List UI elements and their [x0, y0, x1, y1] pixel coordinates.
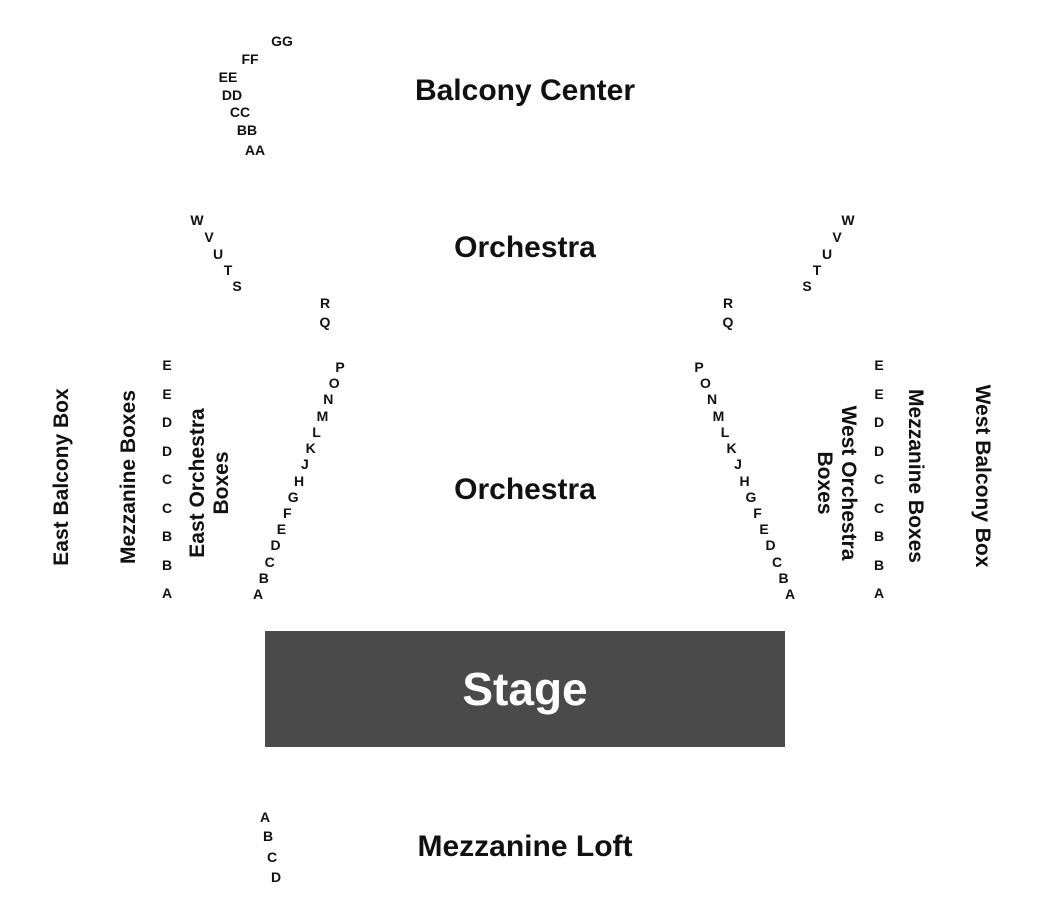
row-label-west-boxes-b[interactable]: B [873, 556, 885, 573]
row-label-orchestra-lower-left-n[interactable]: N [323, 391, 334, 408]
row-label-orchestra-upper-left-s[interactable]: S [232, 278, 242, 294]
section-east-balcony-box[interactable]: East Balcony Box [50, 388, 73, 566]
row-label-orchestra-lower-right-p[interactable]: P [694, 359, 704, 375]
row-label-orchestra-lower-right-m[interactable]: M [712, 407, 725, 424]
row-label-orchestra-lower-right-b[interactable]: B [778, 569, 789, 586]
row-label-orchestra-upper-right-t[interactable]: T [812, 262, 822, 278]
row-label-west-boxes-e[interactable]: E [874, 385, 884, 402]
row-label-east-boxes-d[interactable]: D [161, 442, 173, 459]
row-label-west-boxes-c[interactable]: C [873, 499, 885, 516]
row-label-east-boxes-e[interactable]: E [162, 357, 172, 373]
row-label-west-boxes-d[interactable]: D [873, 442, 885, 459]
row-label-mezzanine-loft-c[interactable]: C [266, 849, 278, 865]
row-label-orchestra-lower-left-e[interactable]: E [276, 521, 287, 538]
row-label-orchestra-lower-right-g[interactable]: G [745, 488, 757, 505]
section-balcony-center[interactable]: Balcony Center [414, 74, 636, 107]
row-label-orchestra-lower-right-c[interactable]: C [771, 553, 783, 570]
row-label-orchestra-lower-right-o[interactable]: O [700, 375, 711, 392]
row-label-orchestra-lower-right-h[interactable]: H [739, 472, 750, 489]
row-label-mezzanine-loft-b[interactable]: B [262, 828, 274, 844]
section-orchestra-lower[interactable]: Orchestra [454, 473, 596, 506]
row-label-west-boxes-e[interactable]: E [874, 357, 884, 373]
row-label-orchestra-lower-right-k[interactable]: K [726, 440, 737, 457]
row-label-balcony-ff[interactable]: FF [241, 51, 259, 67]
row-label-orchestra-lower-left-d[interactable]: D [270, 537, 281, 554]
row-label-orchestra-lower-left-m[interactable]: M [316, 407, 329, 424]
row-label-orchestra-lower-left-k[interactable]: K [305, 440, 316, 457]
row-label-balcony-ee[interactable]: EE [218, 69, 238, 85]
row-label-orchestra-lower-left-g[interactable]: G [287, 488, 299, 505]
row-label-east-boxes-d[interactable]: D [161, 414, 173, 430]
row-label-orchestra-lower-left-p[interactable]: P [335, 359, 345, 375]
section-orchestra-upper[interactable]: Orchestra [454, 231, 596, 264]
row-label-balcony-dd[interactable]: DD [221, 87, 243, 103]
row-label-orchestra-lower-left-o[interactable]: O [328, 375, 340, 392]
row-label-orchestra-mid-left-r[interactable]: R [319, 295, 331, 311]
row-label-mezzanine-loft-a[interactable]: A [259, 809, 271, 825]
section-mezzanine-loft[interactable]: Mezzanine Loft [417, 830, 633, 863]
section-west-balcony-box[interactable]: West Balcony Box [971, 384, 994, 568]
row-label-orchestra-lower-left-c[interactable]: C [264, 553, 275, 570]
row-label-west-boxes-d[interactable]: D [873, 414, 885, 430]
section-east-mezzanine-boxes[interactable]: Mezzanine Boxes [117, 390, 140, 564]
row-label-orchestra-mid-left-q[interactable]: Q [319, 314, 331, 330]
row-label-orchestra-upper-right-w[interactable]: W [841, 212, 855, 228]
row-label-east-boxes-c[interactable]: C [161, 471, 173, 487]
section-west-mezzanine-boxes[interactable]: Mezzanine Boxes [904, 389, 927, 563]
row-label-orchestra-upper-right-s[interactable]: S [802, 278, 812, 294]
row-label-mezzanine-loft-d[interactable]: D [270, 869, 282, 885]
row-label-orchestra-lower-left-j[interactable]: J [300, 456, 309, 473]
row-label-orchestra-upper-left-t[interactable]: T [223, 262, 233, 278]
row-label-balcony-aa[interactable]: AA [244, 142, 266, 158]
row-label-orchestra-lower-right-d[interactable]: D [765, 537, 776, 554]
section-west-orchestra-boxes[interactable]: West Orchestra Boxes [813, 405, 860, 561]
row-label-orchestra-mid-right-r[interactable]: R [722, 295, 734, 311]
section-east-orchestra-boxes[interactable]: East Orchestra Boxes [186, 408, 233, 558]
row-label-east-boxes-e[interactable]: E [162, 385, 172, 402]
row-label-balcony-bb[interactable]: BB [236, 122, 258, 138]
row-label-orchestra-lower-right-l[interactable]: L [720, 423, 730, 440]
row-label-east-boxes-b[interactable]: B [161, 556, 173, 573]
row-label-orchestra-lower-left-h[interactable]: H [293, 472, 305, 489]
row-label-west-boxes-c[interactable]: C [873, 471, 885, 487]
row-label-balcony-gg[interactable]: GG [271, 33, 293, 49]
row-label-orchestra-lower-right-e[interactable]: E [759, 521, 769, 538]
row-label-orchestra-lower-right-a[interactable]: A [784, 586, 796, 602]
row-label-east-boxes-c[interactable]: C [161, 499, 173, 516]
row-label-east-boxes-a[interactable]: A [161, 585, 173, 601]
row-label-orchestra-upper-left-v[interactable]: V [204, 229, 214, 245]
row-label-orchestra-lower-left-a[interactable]: A [252, 586, 264, 602]
row-label-orchestra-lower-right-f[interactable]: F [753, 504, 762, 521]
row-label-orchestra-upper-left-u[interactable]: U [212, 246, 224, 262]
row-label-orchestra-upper-right-u[interactable]: U [821, 246, 833, 262]
row-label-east-boxes-b[interactable]: B [161, 528, 173, 544]
row-label-orchestra-upper-left-w[interactable]: W [190, 212, 204, 228]
row-label-orchestra-lower-right-n[interactable]: N [706, 391, 718, 408]
row-label-west-boxes-b[interactable]: B [873, 528, 885, 544]
row-label-orchestra-lower-left-f[interactable]: F [283, 504, 292, 521]
row-label-orchestra-lower-left-l[interactable]: L [312, 423, 321, 440]
row-label-west-boxes-a[interactable]: A [873, 585, 885, 601]
row-label-orchestra-lower-left-b[interactable]: B [258, 569, 269, 586]
stage-label: Stage [462, 663, 588, 715]
row-label-orchestra-upper-right-v[interactable]: V [832, 229, 842, 245]
stage: Stage [265, 631, 785, 747]
row-label-balcony-cc[interactable]: CC [229, 104, 251, 120]
row-label-orchestra-lower-right-j[interactable]: J [734, 456, 742, 473]
row-label-orchestra-mid-right-q[interactable]: Q [722, 314, 734, 330]
